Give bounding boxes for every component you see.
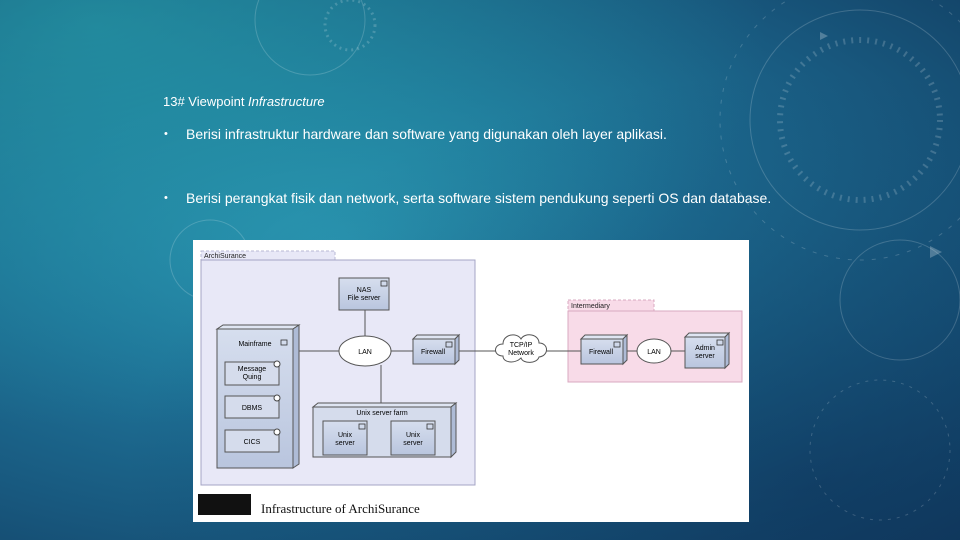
slide-title-prefix: 13# Viewpoint [163, 94, 249, 109]
firewall-left-node: Firewall [411, 333, 461, 366]
bullet-marker: • [164, 192, 168, 204]
firewall-right-label: Firewall [589, 349, 614, 356]
unix-server-farm-node: Unix server farm Unix server Unix server [311, 401, 458, 459]
admin-label: Admin [695, 345, 715, 352]
unix-farm-label: Unix server farm [356, 410, 408, 417]
bullet-text: Berisi perangkat fisik dan network, sert… [186, 190, 772, 206]
admin-server-node: Admin server [683, 331, 731, 370]
admin-sublabel: server [695, 353, 715, 360]
bullet-marker: • [164, 128, 168, 140]
nas-label: NAS [357, 287, 372, 294]
lan-right-node: LAN [636, 338, 672, 364]
dbms-label: DBMS [242, 405, 263, 412]
firewall-left-label: Firewall [421, 349, 446, 356]
nas-sublabel: File server [348, 295, 381, 302]
unix1-label: Unix [338, 432, 353, 439]
infrastructure-figure: ArchiSurance Intermediary NAS File serve… [193, 240, 749, 522]
lan-left-label: LAN [358, 349, 372, 356]
network-sublabel: Network [508, 350, 534, 357]
unix2-label: Unix [406, 432, 421, 439]
unix2-sublabel: server [403, 440, 423, 447]
slide-title: 13# Viewpoint Infrastructure [163, 94, 325, 109]
intermediary-label: Intermediary [571, 303, 610, 310]
cics-label: CICS [244, 439, 261, 446]
connection-lines [297, 310, 685, 403]
tcpip-network-cloud: TCP/IP Network [495, 334, 547, 363]
lan-left-node: LAN [338, 335, 392, 367]
message-queuing-label: Message [238, 366, 267, 373]
mainframe-node: Mainframe Message Quing DBMS CICS [215, 324, 301, 469]
lan-right-label: LAN [647, 349, 661, 356]
unix1-sublabel: server [335, 440, 355, 447]
bullet-text: Berisi infrastruktur hardware dan softwa… [186, 126, 667, 142]
network-label: TCP/IP [510, 342, 533, 349]
figure-caption: Infrastructure of ArchiSurance [261, 501, 420, 516]
firewall-right-node: Firewall [579, 333, 629, 366]
mainframe-label: Mainframe [238, 341, 271, 348]
caption-marker [198, 494, 251, 515]
slide-title-emphasis: Infrastructure [248, 94, 325, 109]
archisurance-label: ArchiSurance [204, 253, 246, 260]
message-queuing-sublabel: Quing [243, 374, 262, 381]
nas-file-server-node: NAS File server [338, 277, 390, 311]
